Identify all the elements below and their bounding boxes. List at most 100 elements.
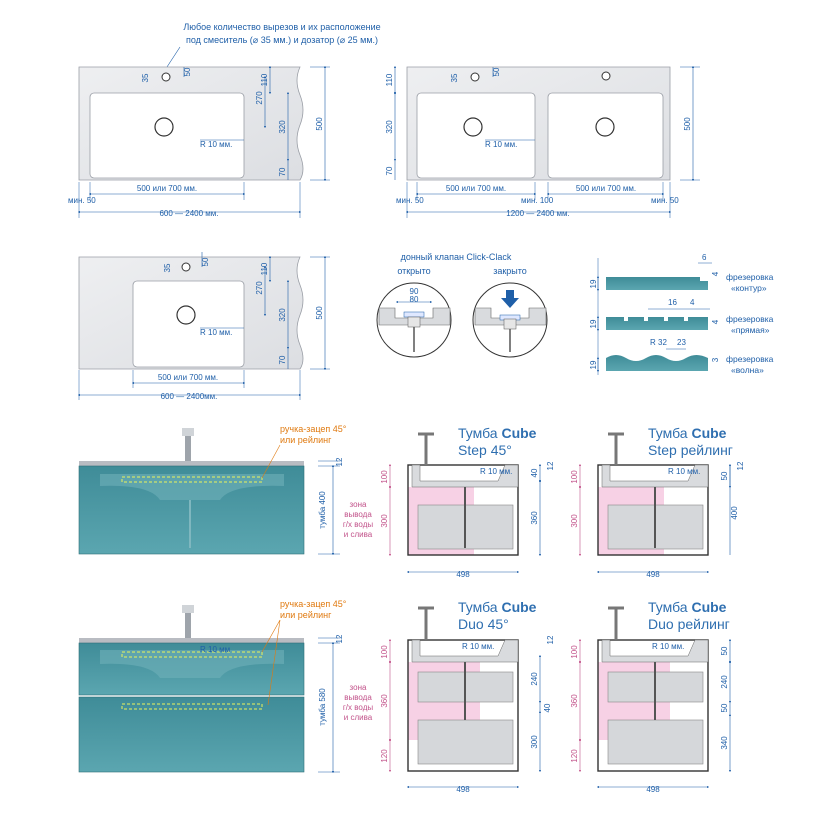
svg-text:и слива: и слива	[344, 530, 373, 539]
note-leader	[164, 46, 181, 71]
svg-text:300: 300	[570, 514, 579, 528]
svg-text:3: 3	[711, 357, 720, 362]
svg-text:12: 12	[546, 635, 555, 644]
svg-text:зона: зона	[350, 500, 367, 509]
width-498: 498	[456, 570, 470, 579]
valve-closed-label: закрыто	[493, 266, 527, 276]
dim-70: 70	[278, 167, 287, 176]
handle-note-1: ручка-зацеп 45°	[280, 424, 347, 434]
dim-70: 70	[278, 355, 287, 364]
svg-text:360: 360	[380, 694, 389, 708]
width-498: 498	[456, 785, 470, 794]
svg-text:240: 240	[720, 675, 729, 689]
dim-50: 50	[492, 67, 501, 76]
width-498: 498	[646, 570, 660, 579]
svg-text:4: 4	[711, 271, 720, 276]
svg-text:19: 19	[589, 279, 598, 288]
svg-text:120: 120	[380, 749, 389, 763]
title-duo-45-line1: Тумба Cube	[458, 599, 537, 615]
dim-110: 110	[260, 262, 269, 275]
total-width: 600 — 2400мм.	[161, 392, 218, 401]
svg-text:50: 50	[720, 646, 729, 655]
svg-text:12: 12	[335, 457, 344, 466]
dim-80: 80	[410, 295, 419, 304]
title-step-45-line2: Step 45°	[458, 442, 512, 458]
cabinet-height: тумба 580	[318, 688, 327, 726]
profile-wave	[606, 355, 708, 371]
drain-hole	[154, 117, 174, 137]
svg-text:40: 40	[530, 468, 539, 477]
label-wave-1: фрезеровка	[726, 354, 774, 364]
total-width: 1200 — 2400 мм.	[506, 209, 569, 218]
svg-text:50: 50	[720, 471, 729, 480]
svg-text:г/х воды: г/х воды	[343, 520, 373, 529]
dim-110: 110	[260, 73, 269, 86]
total-width: 600 — 2400 мм.	[159, 209, 218, 218]
dim-90: 90	[410, 287, 419, 296]
valve-title: донный клапан Click-Clack	[401, 252, 512, 262]
svg-text:R 32: R 32	[650, 338, 667, 347]
dim-110: 110	[385, 73, 394, 86]
title-duo-45-line2: Duo 45°	[458, 616, 509, 632]
dim-35: 35	[163, 263, 172, 272]
svg-text:19: 19	[589, 360, 598, 369]
svg-text:и слива: и слива	[344, 713, 373, 722]
label-contour-1: фрезеровка	[726, 272, 774, 282]
faucet	[185, 607, 191, 638]
radius-label: R 10 мм	[200, 645, 230, 654]
svg-text:вывода: вывода	[344, 510, 372, 519]
label-wave-2: «волна»	[731, 365, 764, 375]
handle-note-2: или рейлинг	[280, 610, 332, 620]
title-step-rail-line1: Тумба Cube	[648, 425, 727, 441]
svg-text:240: 240	[530, 672, 539, 686]
sink-single-offset: 500 110 270 320 70 35 50 R 10 мм. 500 ил…	[77, 252, 330, 401]
svg-text:100: 100	[380, 470, 389, 484]
sink-double: 500 110 320 70 35 50 R 10 мм. 500 или 70…	[385, 65, 700, 218]
drain-hole	[176, 305, 196, 325]
title-step-45-line1: Тумба Cube	[458, 425, 537, 441]
svg-text:19: 19	[589, 319, 598, 328]
label-straight-2: «прямая»	[731, 325, 770, 335]
svg-text:23: 23	[677, 338, 686, 347]
svg-text:400: 400	[730, 506, 739, 520]
milling-profiles: 19 6 4 фрезеровка «контур» 19 16 4 4 фре…	[589, 253, 774, 375]
profile-contour	[606, 277, 708, 290]
handle-note-2: или рейлинг	[280, 435, 332, 445]
svg-text:зона: зона	[350, 683, 367, 692]
cabinet-height: тумба 400	[318, 491, 327, 529]
label-contour-2: «контур»	[731, 283, 767, 293]
top-note-line1: Любое количество вырезов и их расположен…	[183, 22, 380, 32]
title-duo-rail-line1: Тумба Cube	[648, 599, 727, 615]
drain-left	[463, 117, 483, 137]
valve-open-label: открыто	[397, 266, 430, 276]
dim-320: 320	[278, 120, 287, 134]
dim-35: 35	[141, 73, 150, 82]
min-100: мин. 100	[521, 196, 554, 205]
svg-text:50: 50	[720, 703, 729, 712]
section-duo-45: Тумба Cube Duo 45° R 10 мм. 100 360 120 …	[343, 599, 555, 794]
handle-note-1: ручка-зацеп 45°	[280, 599, 347, 609]
dim-35: 35	[450, 73, 459, 82]
dim-500: 500	[315, 117, 324, 131]
svg-text:360: 360	[570, 694, 579, 708]
section-duo-rail: Тумба Cube Duo рейлинг R 10 мм. 100 360 …	[570, 599, 732, 794]
dim-500: 500	[683, 117, 692, 131]
faucet-hole-right	[601, 71, 611, 81]
bowl-width-left: 500 или 700 мм.	[446, 184, 506, 193]
svg-text:6: 6	[702, 253, 707, 262]
svg-text:100: 100	[380, 645, 389, 659]
svg-text:40: 40	[543, 703, 552, 712]
svg-text:R 10 мм.: R 10 мм.	[668, 467, 700, 476]
faucet-hole-left	[470, 72, 480, 82]
faucet	[185, 430, 191, 461]
svg-text:R 10 мм.: R 10 мм.	[462, 642, 494, 651]
top-note-line2: под смеситель (⌀ 35 мм.) и дозатор (⌀ 25…	[186, 35, 378, 45]
svg-text:R 10 мм.: R 10 мм.	[480, 467, 512, 476]
title-duo-rail-line2: Duo рейлинг	[648, 616, 730, 632]
min-50-left: мин. 50	[396, 196, 424, 205]
svg-text:120: 120	[570, 749, 579, 763]
drain-right	[595, 117, 615, 137]
dim-270: 270	[255, 91, 264, 105]
